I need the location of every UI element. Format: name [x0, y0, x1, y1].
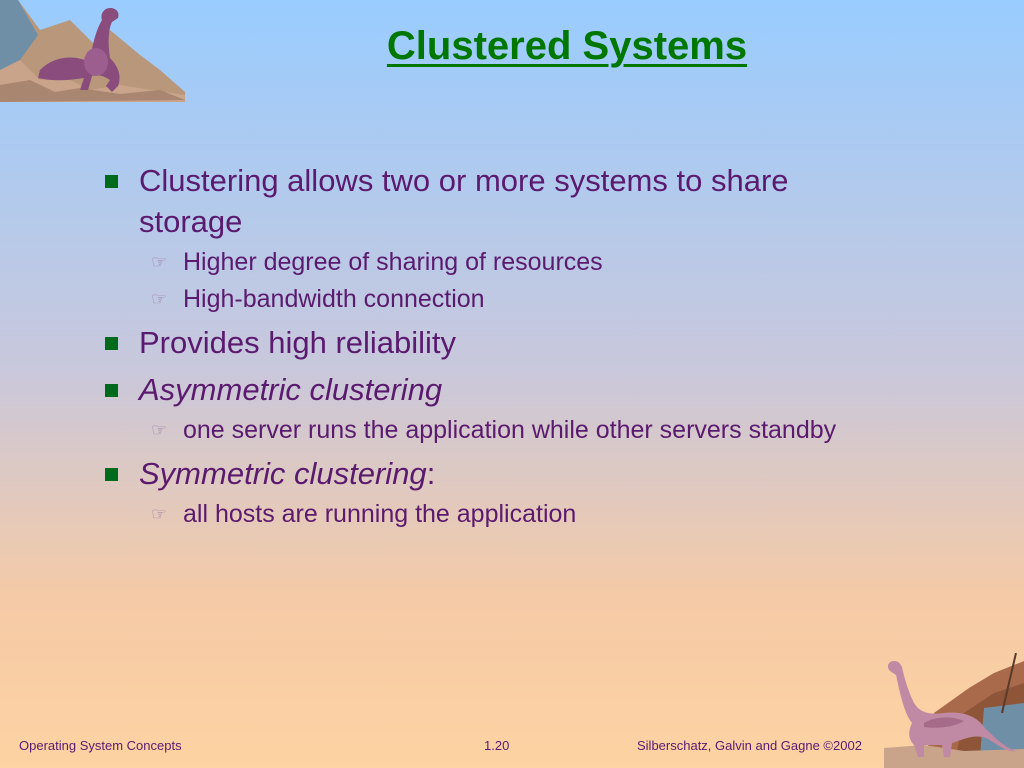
bullet-text: Symmetric clustering [139, 456, 427, 491]
footer-slide-number: 1.20 [484, 738, 510, 753]
dinosaur-trex-icon [0, 0, 185, 102]
pointing-hand-icon: ☞ [151, 252, 168, 272]
sub-bullet-text: High-bandwidth connection [183, 285, 485, 313]
sub-bullet-text: all hosts are running the application [183, 500, 577, 528]
footer-course: Operating System Concepts [19, 738, 182, 753]
bullet-suffix: : [426, 456, 436, 491]
bullet-asymmetric: Asymmetric clustering [100, 369, 880, 410]
pointing-hand-icon: ☞ [151, 289, 168, 309]
bullet-symmetric: Symmetric clustering: [100, 453, 880, 494]
pointing-hand-icon: ☞ [151, 504, 168, 524]
sub-bullet-sharing: ☞ Higher degree of sharing of resources [100, 245, 880, 279]
slide-title: Clustered Systems [386, 24, 748, 68]
sub-bullet-text: one server runs the application while ot… [183, 416, 837, 444]
sub-bullet-bandwidth: ☞ High-bandwidth connection [100, 282, 880, 316]
sub-bullet-standby: ☞ one server runs the application while … [100, 413, 880, 447]
bullet-clustering: Clustering allows two or more systems to… [100, 160, 880, 242]
footer-authors: Silberschatz, Galvin and Gagne ©2002 [637, 738, 862, 753]
bullet-text: Asymmetric clustering [139, 372, 443, 407]
pointing-hand-icon: ☞ [151, 420, 168, 440]
dinosaur-brontosaurus-icon [884, 653, 1024, 768]
sub-bullet-text: Higher degree of sharing of resources [183, 248, 603, 276]
sub-bullet-all-hosts: ☞ all hosts are running the application [100, 497, 880, 531]
bullet-list: Clustering allows two or more systems to… [100, 154, 880, 531]
bullet-reliability: Provides high reliability [100, 322, 880, 363]
